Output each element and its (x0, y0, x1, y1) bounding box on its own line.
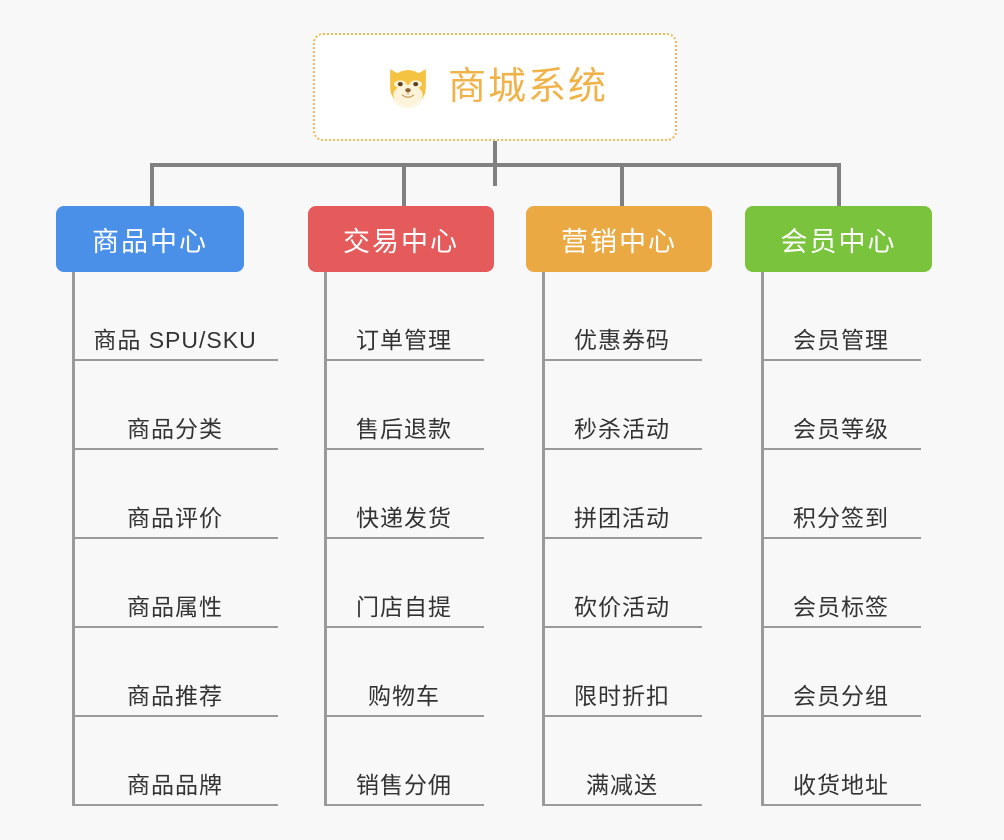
leaf-spine (72, 272, 75, 806)
list-item[interactable]: 门店自提 (324, 539, 484, 628)
connector-drop-0 (150, 163, 154, 207)
list-item[interactable]: 限时折扣 (542, 628, 702, 717)
leaf-list-trade-center: 订单管理 售后退款 快递发货 门店自提 购物车 销售分佣 (324, 272, 484, 806)
leaf-label: 限时折扣 (574, 682, 670, 709)
leaf-list-member-center: 会员管理 会员等级 积分签到 会员标签 会员分组 收货地址 (761, 272, 921, 806)
list-item[interactable]: 订单管理 (324, 272, 484, 361)
category-title: 商品中心 (92, 226, 208, 257)
leaf-spine (542, 272, 545, 806)
leaf-label: 收货地址 (793, 771, 889, 798)
branch-column-trade-center: 交易中心 订单管理 售后退款 快递发货 门店自提 购物车 销售分佣 (308, 206, 494, 806)
list-item[interactable]: 购物车 (324, 628, 484, 717)
leaf-label: 拼团活动 (574, 504, 670, 531)
list-item[interactable]: 销售分佣 (324, 717, 484, 806)
leaf-label: 会员分组 (793, 682, 889, 709)
leaf-label: 商品分类 (127, 415, 223, 442)
list-item[interactable]: 会员标签 (761, 539, 921, 628)
list-item[interactable]: 会员管理 (761, 272, 921, 361)
leaf-label: 商品推荐 (127, 682, 223, 709)
leaf-label: 售后退款 (356, 415, 452, 442)
connector-drop-3 (837, 163, 841, 207)
list-item[interactable]: 售后退款 (324, 361, 484, 450)
category-header-trade-center[interactable]: 交易中心 (308, 206, 494, 272)
category-header-member-center[interactable]: 会员中心 (745, 206, 932, 272)
list-item[interactable]: 快递发货 (324, 450, 484, 539)
list-item[interactable]: 商品评价 (72, 450, 278, 539)
list-item[interactable]: 砍价活动 (542, 539, 702, 628)
list-item[interactable]: 商品属性 (72, 539, 278, 628)
connector-drop-1 (402, 163, 406, 207)
list-item[interactable]: 商品品牌 (72, 717, 278, 806)
branch-column-product-center: 商品中心 商品 SPU/SKU 商品分类 商品评价 商品属性 商品推荐 商品品牌 (56, 206, 278, 806)
leaf-list-marketing-center: 优惠券码 秒杀活动 拼团活动 砍价活动 限时折扣 满减送 (542, 272, 702, 806)
leaf-label: 购物车 (368, 682, 440, 709)
leaf-label: 商品评价 (127, 504, 223, 531)
list-item[interactable]: 商品分类 (72, 361, 278, 450)
leaf-label: 快递发货 (356, 504, 452, 531)
leaf-list-product-center: 商品 SPU/SKU 商品分类 商品评价 商品属性 商品推荐 商品品牌 (72, 272, 278, 806)
category-header-product-center[interactable]: 商品中心 (56, 206, 244, 272)
category-title: 交易中心 (343, 226, 459, 257)
category-header-marketing-center[interactable]: 营销中心 (526, 206, 712, 272)
root-title: 商城系统 (447, 66, 608, 108)
list-item[interactable]: 优惠券码 (542, 272, 702, 361)
list-item[interactable]: 满减送 (542, 717, 702, 806)
list-item[interactable]: 商品推荐 (72, 628, 278, 717)
leaf-label: 会员等级 (793, 415, 889, 442)
leaf-label: 订单管理 (356, 326, 452, 353)
leaf-label: 砍价活动 (574, 593, 670, 620)
leaf-label: 积分签到 (793, 504, 889, 531)
leaf-label: 门店自提 (356, 593, 452, 620)
leaf-label: 销售分佣 (356, 771, 452, 798)
leaf-label: 商品品牌 (127, 771, 223, 798)
leaf-label: 优惠券码 (574, 326, 670, 353)
connector-horizontal-bus (150, 163, 841, 167)
category-title: 营销中心 (561, 226, 677, 257)
list-item[interactable]: 会员等级 (761, 361, 921, 450)
leaf-label: 会员标签 (793, 593, 889, 620)
category-title: 会员中心 (780, 226, 897, 257)
leaf-label: 会员管理 (793, 326, 889, 353)
list-item[interactable]: 商品 SPU/SKU (72, 272, 278, 361)
leaf-label: 商品属性 (127, 593, 223, 620)
leaf-label: 商品 SPU/SKU (93, 326, 257, 353)
leaf-label: 满减送 (586, 771, 658, 798)
branch-column-member-center: 会员中心 会员管理 会员等级 积分签到 会员标签 会员分组 收货地址 (745, 206, 932, 806)
list-item[interactable]: 会员分组 (761, 628, 921, 717)
list-item[interactable]: 收货地址 (761, 717, 921, 806)
leaf-label: 秒杀活动 (574, 415, 670, 442)
shiba-inu-dog-face-icon (382, 61, 434, 113)
list-item[interactable]: 拼团活动 (542, 450, 702, 539)
list-item[interactable]: 积分签到 (761, 450, 921, 539)
branch-column-marketing-center: 营销中心 优惠券码 秒杀活动 拼团活动 砍价活动 限时折扣 满减送 (526, 206, 712, 806)
leaf-spine (324, 272, 327, 806)
connector-drop-2 (620, 163, 624, 207)
list-item[interactable]: 秒杀活动 (542, 361, 702, 450)
leaf-spine (761, 272, 764, 806)
root-node[interactable]: 商城系统 (313, 33, 677, 141)
